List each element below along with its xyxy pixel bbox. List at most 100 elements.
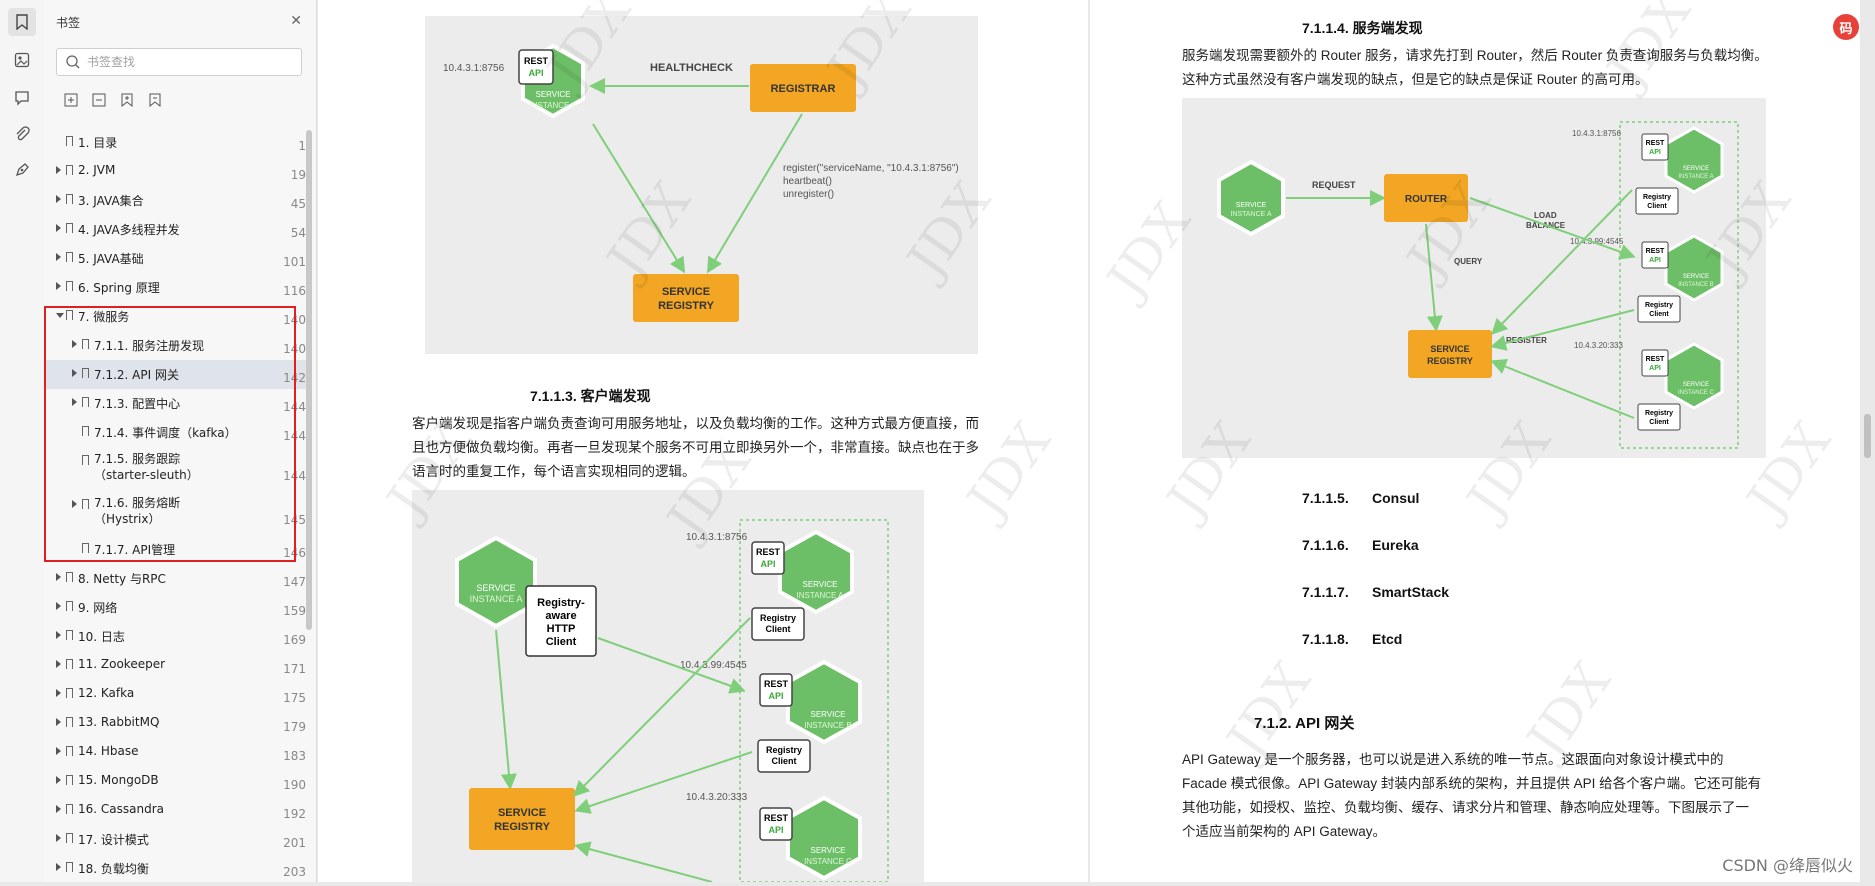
expand-arrow-icon[interactable] (72, 500, 77, 508)
api-b: API (768, 691, 783, 701)
bookmark-icon (82, 426, 89, 436)
bookmark-label: 7.1.1. 服务注册发现 (94, 339, 205, 353)
bookmark-item[interactable]: 7.1.6. 服务熔断（Hystrix）145 (44, 491, 306, 535)
expand-arrow-icon[interactable] (72, 369, 77, 377)
collapse-arrow-icon[interactable] (56, 313, 64, 318)
thumbnail-icon[interactable] (8, 46, 36, 74)
registry-box (633, 274, 739, 322)
add-bookmark-icon[interactable] (118, 92, 136, 108)
svc-c-label: SERVICE (1683, 382, 1709, 388)
expand-arrow-icon[interactable] (56, 166, 61, 174)
expand-arrow-icon[interactable] (56, 718, 61, 726)
rc-b-2: Client (1649, 311, 1669, 318)
expand-arrow-icon[interactable] (56, 282, 61, 290)
expand-arrow-icon[interactable] (56, 776, 61, 784)
register-label: REGISTER (1506, 336, 1547, 345)
rc-a-1: Registry (1643, 194, 1671, 201)
expand-arrow-icon[interactable] (56, 253, 61, 261)
bookmark-page-number: 201 (283, 836, 306, 850)
attachment-icon[interactable] (8, 120, 36, 148)
api-label: API (528, 68, 543, 78)
bookmark-label: 18. 负载均衡 (78, 862, 149, 876)
bookmark-label: 7. 微服务 (78, 310, 130, 324)
bookmark-icon (66, 630, 73, 640)
expand-all-icon[interactable] (62, 92, 80, 108)
bookmark-item[interactable]: 7.1.5. 服务跟踪（starter-sleuth）144 (44, 447, 306, 491)
bookmark-label: 8. Netty 与RPC (78, 572, 166, 586)
expand-arrow-icon[interactable] (72, 398, 77, 406)
expand-arrow-icon[interactable] (56, 863, 61, 871)
bookmark-icon (66, 601, 73, 611)
bookmark-item[interactable]: 18. 负载均衡 203 (44, 854, 306, 883)
client-text-3: HTTP (547, 623, 576, 635)
bookmark-page-number: 203 (283, 865, 306, 879)
comment-icon[interactable] (8, 84, 36, 112)
close-icon[interactable]: ✕ (290, 13, 302, 29)
delete-bookmark-icon[interactable] (146, 92, 164, 108)
expand-arrow-icon[interactable] (56, 224, 61, 232)
rest-a: REST (1646, 140, 1665, 147)
caller-service-hexagon (1217, 159, 1285, 237)
bookmark-search-box[interactable] (56, 48, 302, 76)
bookmark-label: 2. JVM (78, 163, 116, 177)
rest-c: REST (764, 813, 789, 823)
expand-arrow-icon[interactable] (56, 747, 61, 755)
client-registry-label-2: REGISTRY (494, 821, 550, 833)
bookmark-page-number: 179 (283, 720, 306, 734)
expand-arrow-icon[interactable] (72, 340, 77, 348)
paragraph-client-discovery: 客户端发现是指客户端负责查询可用服务地址，以及负载均衡的工作。这种方式最方便直接… (412, 412, 1022, 484)
instance-b-label: INSTANCE B (804, 721, 851, 730)
rc-a-1: Registry (760, 613, 796, 623)
expand-arrow-icon[interactable] (56, 195, 61, 203)
bookmark-search-input[interactable] (85, 54, 289, 70)
bookmark-page-number: 145 (283, 513, 306, 527)
paragraph-line: 服务端发现需要额外的 Router 服务，请求先打到 Router，然后 Rou… (1182, 48, 1768, 63)
bookmark-panel-icon[interactable] (8, 8, 36, 36)
client-text-4: Client (546, 636, 577, 648)
expand-arrow-icon[interactable] (56, 805, 61, 813)
registry-label-1: SERVICE (662, 286, 710, 298)
bookmark-label: 7.1.5. 服务跟踪（starter-sleuth） (94, 452, 199, 482)
expand-arrow-icon[interactable] (56, 689, 61, 697)
paragraph-line: 客户端发现是指客户端负责查询可用服务地址，以及负载均衡的工作。这种方式最方便直接… (412, 416, 979, 431)
bookmark-icon (66, 223, 73, 233)
bookmark-item[interactable]: 7.1.4. 事件调度（kafka）144 (44, 418, 306, 447)
paragraph-line: API Gateway 是一个服务器，也可以说是进入系统的唯一节点。这跟面向对象… (1182, 752, 1724, 767)
router-label: ROUTER (1405, 194, 1448, 205)
document-scrollbar[interactable] (1864, 414, 1871, 458)
expand-arrow-icon[interactable] (56, 834, 61, 842)
floating-action-button[interactable]: 码 (1833, 14, 1859, 40)
rc-a-2: Client (765, 624, 790, 634)
heading-api-gateway: 7.1.2. API 网关 (1254, 715, 1355, 732)
collapse-all-icon[interactable] (90, 92, 108, 108)
sidebar-scrollbar[interactable] (306, 130, 312, 630)
signature-icon[interactable] (8, 156, 36, 184)
register-call-line3: unregister() (783, 189, 834, 200)
expand-arrow-icon[interactable] (56, 660, 61, 668)
expand-arrow-icon[interactable] (56, 631, 61, 639)
expand-arrow-icon[interactable] (56, 573, 61, 581)
expand-arrow-icon[interactable] (56, 602, 61, 610)
